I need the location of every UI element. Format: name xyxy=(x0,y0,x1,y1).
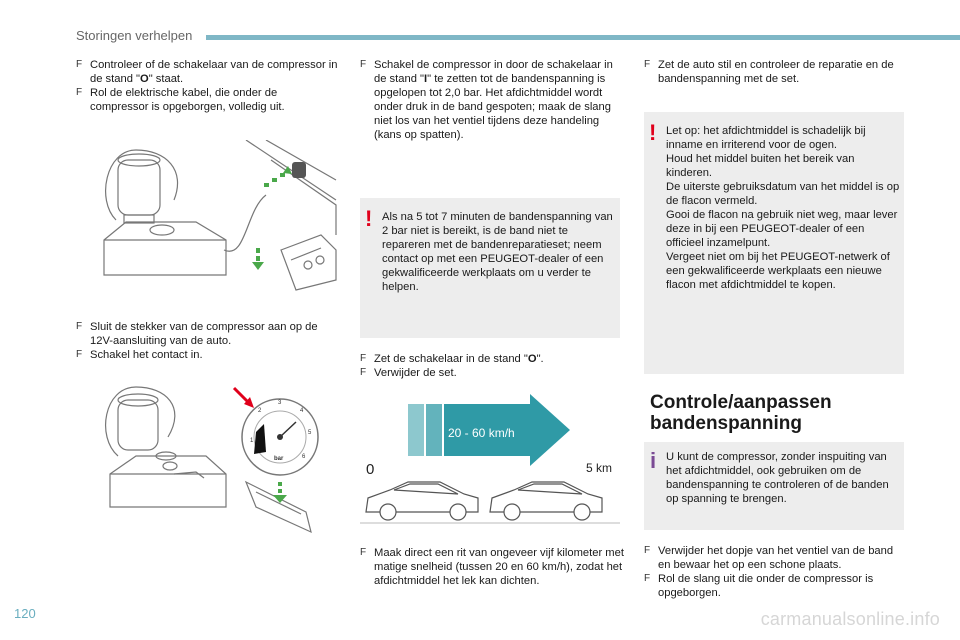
page-number: 120 xyxy=(14,606,36,621)
gauge-label-5: 5 xyxy=(308,430,312,436)
step-remove-kit: F Verwijder de set. xyxy=(360,367,457,379)
warning-text-pressure: Als na 5 tot 7 minuten de bandenspanning… xyxy=(382,211,613,293)
column-2-lower: F Maak direct een rit van ongeveer vijf … xyxy=(360,546,626,588)
gauge-unit-label: bar xyxy=(274,456,284,462)
speed-range-label: 20 - 60 km/h xyxy=(448,426,515,440)
gauge-label-2: 2 xyxy=(258,408,262,414)
step-marker: F xyxy=(644,59,651,70)
step-unroll-hose: F Rol de slang uit die onder de compress… xyxy=(644,573,874,599)
step-check-switch: F Controleer of de schakelaar van de com… xyxy=(76,59,338,85)
warning-icon: ! xyxy=(365,206,373,231)
column-3-lower: F Verwijder het dopje van het ventiel va… xyxy=(644,544,906,600)
info-box-compressor: i U kunt de compressor, zonder inspuitin… xyxy=(644,442,904,530)
drive-distance-illustration: 20 - 60 km/h 0 5 km xyxy=(360,394,620,524)
car-icon-2 xyxy=(489,481,603,521)
step-marker: F xyxy=(360,547,367,558)
column-1-lower: F Sluit de stekker van de compressor aan… xyxy=(76,320,338,362)
speed-band-2 xyxy=(426,404,442,456)
step-marker: F xyxy=(360,353,367,364)
gauge-label-6: 6 xyxy=(302,454,306,460)
compressor-gauge-illustration: 1 2 3 4 5 6 bar xyxy=(105,386,319,534)
info-icon: i xyxy=(650,448,657,473)
step-unroll-cable: F Rol de elektrische kabel, die onder de… xyxy=(76,87,285,113)
distance-end-label: 5 km xyxy=(586,461,612,475)
section-header-title: Storingen verhelpen xyxy=(76,28,193,43)
gauge-label-1: 1 xyxy=(250,438,254,444)
speed-band-1 xyxy=(408,404,424,456)
warning-text-sealant: Let op: het afdichtmiddel is schadelijk … xyxy=(666,125,900,291)
step-remove-valve-cap: F Verwijder het dopje van het ventiel va… xyxy=(644,545,894,571)
watermark: carmanualsonline.info xyxy=(760,609,940,629)
column-2-mid: F Zet de schakelaar in de stand "O". F V… xyxy=(360,352,620,380)
car-icon-1 xyxy=(365,481,479,521)
warning-box-pressure: ! Als na 5 tot 7 minuten de bandenspanni… xyxy=(360,198,620,338)
page-header: Storingen verhelpen xyxy=(0,0,960,43)
step-drive: F Maak direct een rit van ongeveer vijf … xyxy=(360,547,624,587)
step-marker: F xyxy=(76,87,83,98)
step-marker: F xyxy=(360,59,367,70)
header-accent-bar xyxy=(206,35,960,40)
column-3: F Zet de auto stil en controleer de repa… xyxy=(644,58,904,86)
section-title-pressure-check: Controle/aanpassen bandenspanning xyxy=(650,392,832,434)
step-check-repair: F Zet de auto stil en controleer de repa… xyxy=(644,59,894,85)
distance-start-label: 0 xyxy=(366,461,374,478)
step-ignition-on: F Schakel het contact in. xyxy=(76,349,203,361)
gauge-label-3: 3 xyxy=(278,400,282,406)
step-marker: F xyxy=(76,349,83,360)
step-switch-off: F Zet de schakelaar in de stand "O". xyxy=(360,353,544,365)
info-text-compressor: U kunt de compressor, zonder inspuiting … xyxy=(666,451,889,505)
step-marker: F xyxy=(644,573,651,584)
step-marker: F xyxy=(76,59,83,70)
column-1: F Controleer of de schakelaar van de com… xyxy=(76,58,338,114)
warning-icon: ! xyxy=(649,120,657,145)
gauge-label-4: 4 xyxy=(300,408,304,414)
step-connect-plug: F Sluit de stekker van de compressor aan… xyxy=(76,321,318,347)
step-start-compressor: F Schakel de compressor in door de schak… xyxy=(360,59,613,141)
step-marker: F xyxy=(360,367,367,378)
compressor-plug-illustration xyxy=(103,140,337,291)
speed-arrow xyxy=(444,394,570,466)
step-marker: F xyxy=(76,321,83,332)
step-marker: F xyxy=(644,545,651,556)
column-2: F Schakel de compressor in door de schak… xyxy=(360,58,620,142)
warning-box-sealant: ! Let op: het afdichtmiddel is schadelij… xyxy=(644,112,904,374)
